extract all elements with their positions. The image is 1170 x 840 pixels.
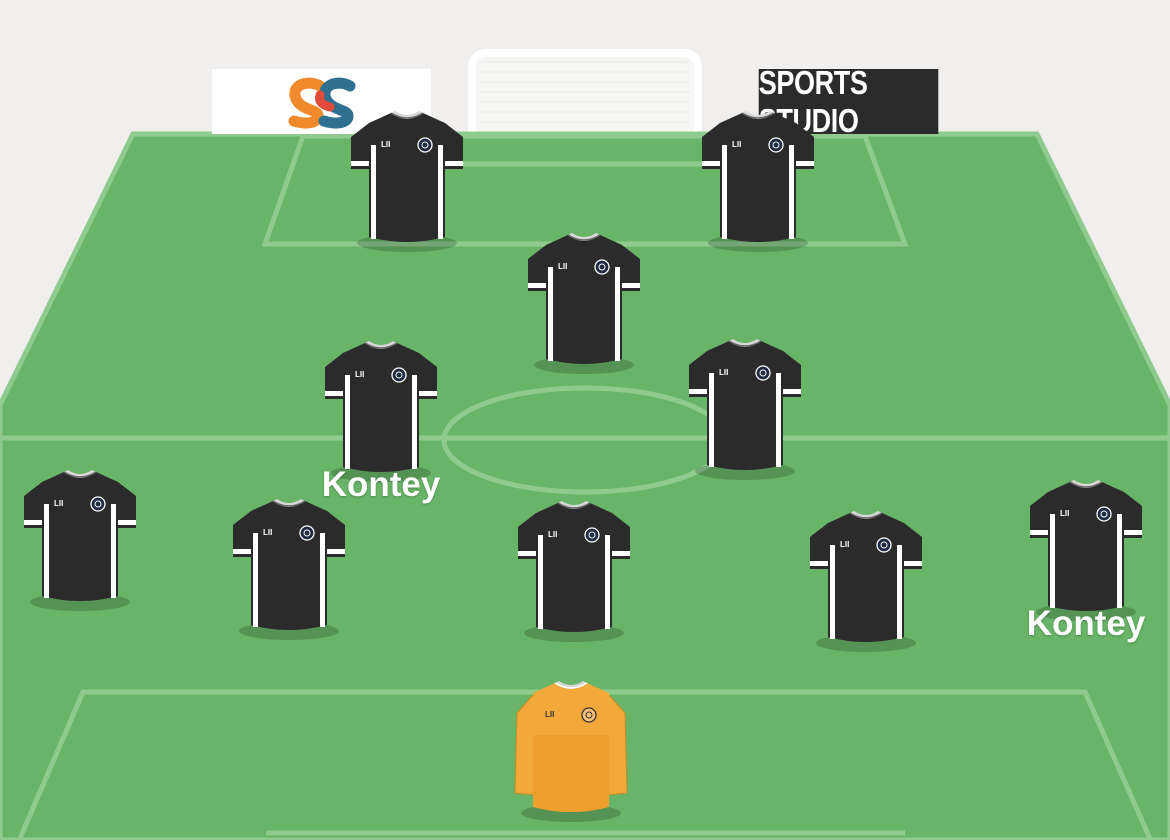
player-rb[interactable]: LII Kontey bbox=[1026, 474, 1146, 643]
club-crest-icon bbox=[417, 137, 433, 153]
kit-badge-text: LII bbox=[548, 530, 557, 539]
club-crest-icon bbox=[876, 537, 892, 553]
player-gk[interactable]: LII bbox=[511, 675, 631, 825]
kit-badge-text: LII bbox=[263, 528, 272, 537]
club-crest-icon bbox=[581, 707, 597, 723]
kit-badge-text: LII bbox=[732, 140, 741, 149]
ss-logo-icon bbox=[288, 77, 356, 129]
kit-badge-text: LII bbox=[545, 710, 554, 719]
player-fw-left[interactable]: LII bbox=[347, 105, 467, 255]
club-crest-icon bbox=[594, 259, 610, 275]
player-lcb[interactable]: LII bbox=[229, 493, 349, 643]
club-crest-icon bbox=[768, 137, 784, 153]
jersey-icon: LII bbox=[810, 511, 922, 652]
player-rcb[interactable]: LII bbox=[806, 505, 926, 655]
player-name-label: Kontey bbox=[321, 465, 441, 504]
goal-net bbox=[468, 49, 702, 147]
club-crest-icon bbox=[755, 365, 771, 381]
club-crest-icon bbox=[1096, 506, 1112, 522]
pitch-grass bbox=[0, 134, 1170, 840]
jersey-icon: LII bbox=[702, 111, 814, 252]
jersey-icon: LII bbox=[351, 111, 463, 252]
jersey-icon: LII bbox=[518, 501, 630, 642]
club-crest-icon bbox=[299, 525, 315, 541]
club-crest-icon bbox=[90, 496, 106, 512]
kit-badge-text: LII bbox=[719, 368, 728, 377]
player-cm-left[interactable]: LII Kontey bbox=[321, 335, 441, 504]
club-crest-icon bbox=[584, 527, 600, 543]
kit-badge-text: LII bbox=[381, 140, 390, 149]
kit-badge-text: LII bbox=[355, 370, 364, 379]
player-name-label: Kontey bbox=[1026, 604, 1146, 643]
jersey-icon: LII bbox=[514, 681, 628, 822]
player-cm-right[interactable]: LII bbox=[685, 333, 805, 483]
bottom-penalty-area bbox=[16, 689, 1154, 840]
kit-badge-text: LII bbox=[840, 540, 849, 549]
player-cb[interactable]: LII bbox=[514, 495, 634, 645]
jersey-icon: LII bbox=[1030, 480, 1142, 621]
kit-badge-text: LII bbox=[54, 499, 63, 508]
jersey-icon: LII bbox=[689, 339, 801, 480]
jersey-icon: LII bbox=[233, 499, 345, 640]
jersey-icon: LII bbox=[528, 233, 640, 374]
player-fw-right[interactable]: LII bbox=[698, 105, 818, 255]
kit-badge-text: LII bbox=[1060, 509, 1069, 518]
player-am-center[interactable]: LII bbox=[524, 227, 644, 377]
kit-badge-text: LII bbox=[558, 262, 567, 271]
top-penalty-area bbox=[261, 133, 909, 247]
jersey-icon: LII bbox=[24, 470, 136, 611]
jersey-icon: LII bbox=[325, 341, 437, 482]
club-crest-icon bbox=[391, 367, 407, 383]
player-lb[interactable]: LII bbox=[20, 464, 140, 614]
